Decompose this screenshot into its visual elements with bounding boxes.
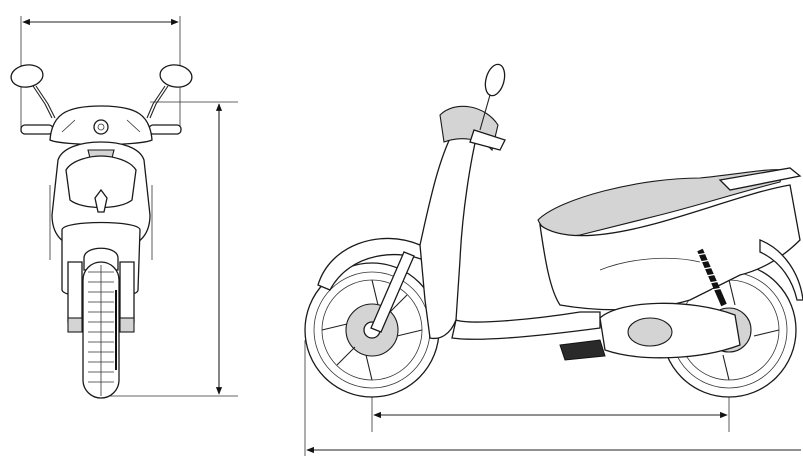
front-mirrors bbox=[10, 64, 193, 119]
side-handlebar bbox=[469, 129, 506, 151]
leg-shield bbox=[419, 119, 481, 340]
engine-cover bbox=[627, 317, 673, 347]
floorboard bbox=[451, 311, 601, 340]
rear-shock bbox=[696, 248, 727, 307]
side-mirror bbox=[479, 63, 506, 131]
rear-fender bbox=[759, 239, 803, 301]
front-view bbox=[10, 16, 238, 399]
front-fork bbox=[61, 221, 141, 333]
rear-rack bbox=[718, 167, 802, 191]
side-front-fork bbox=[370, 251, 415, 333]
stand bbox=[559, 339, 606, 361]
side-view bbox=[304, 63, 803, 456]
front-tyre bbox=[82, 261, 120, 399]
front-handlebar bbox=[20, 105, 182, 146]
